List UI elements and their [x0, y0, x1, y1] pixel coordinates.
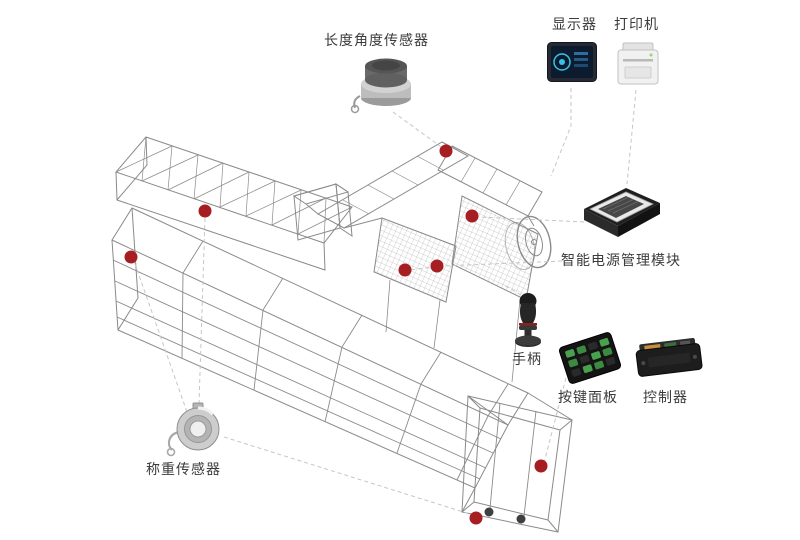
connector-handle: [501, 283, 522, 296]
connector-power-module: [478, 216, 585, 223]
controller-label: 控制器: [643, 389, 688, 405]
sensor-marker-1: [124, 250, 138, 264]
connector-keypad: [543, 377, 567, 464]
keypad-image: [557, 330, 623, 386]
power-module-label: 智能电源管理模块: [561, 252, 681, 268]
connector-display: [550, 88, 572, 177]
handle-image: [510, 292, 546, 350]
sensor-marker-6: [465, 209, 479, 223]
power-module-image: [581, 182, 663, 246]
sensor-marker-5: [430, 259, 444, 273]
printer-image: [615, 40, 661, 88]
sensor-marker-8: [469, 511, 483, 525]
sensor-marker-3: [439, 144, 453, 158]
connector-load-cell-a: [198, 217, 206, 405]
length-angle-sensor-image: [348, 52, 420, 114]
handle-label: 手柄: [512, 351, 542, 367]
printer-label: 打印机: [614, 16, 659, 32]
sensor-marker-2: [198, 204, 212, 218]
keypad-label: 按键面板: [558, 389, 618, 405]
length-angle-sensor-label: 长度角度传感器: [324, 32, 429, 48]
display-image: [547, 42, 597, 84]
connector-length-angle-sensor: [392, 111, 445, 150]
connector-load-cell-c: [223, 436, 474, 516]
display-label: 显示器: [552, 16, 597, 32]
connector-printer: [626, 89, 637, 185]
sensor-marker-7: [534, 459, 548, 473]
sensor-marker-4: [398, 263, 412, 277]
load-cell-label: 称重传感器: [146, 461, 221, 477]
connector-load-cell-b: [133, 260, 188, 413]
sensor-markers: [124, 144, 548, 525]
load-cell-image: [163, 402, 223, 458]
controller-image: [634, 333, 704, 381]
callout-connector-lines: [133, 88, 637, 516]
